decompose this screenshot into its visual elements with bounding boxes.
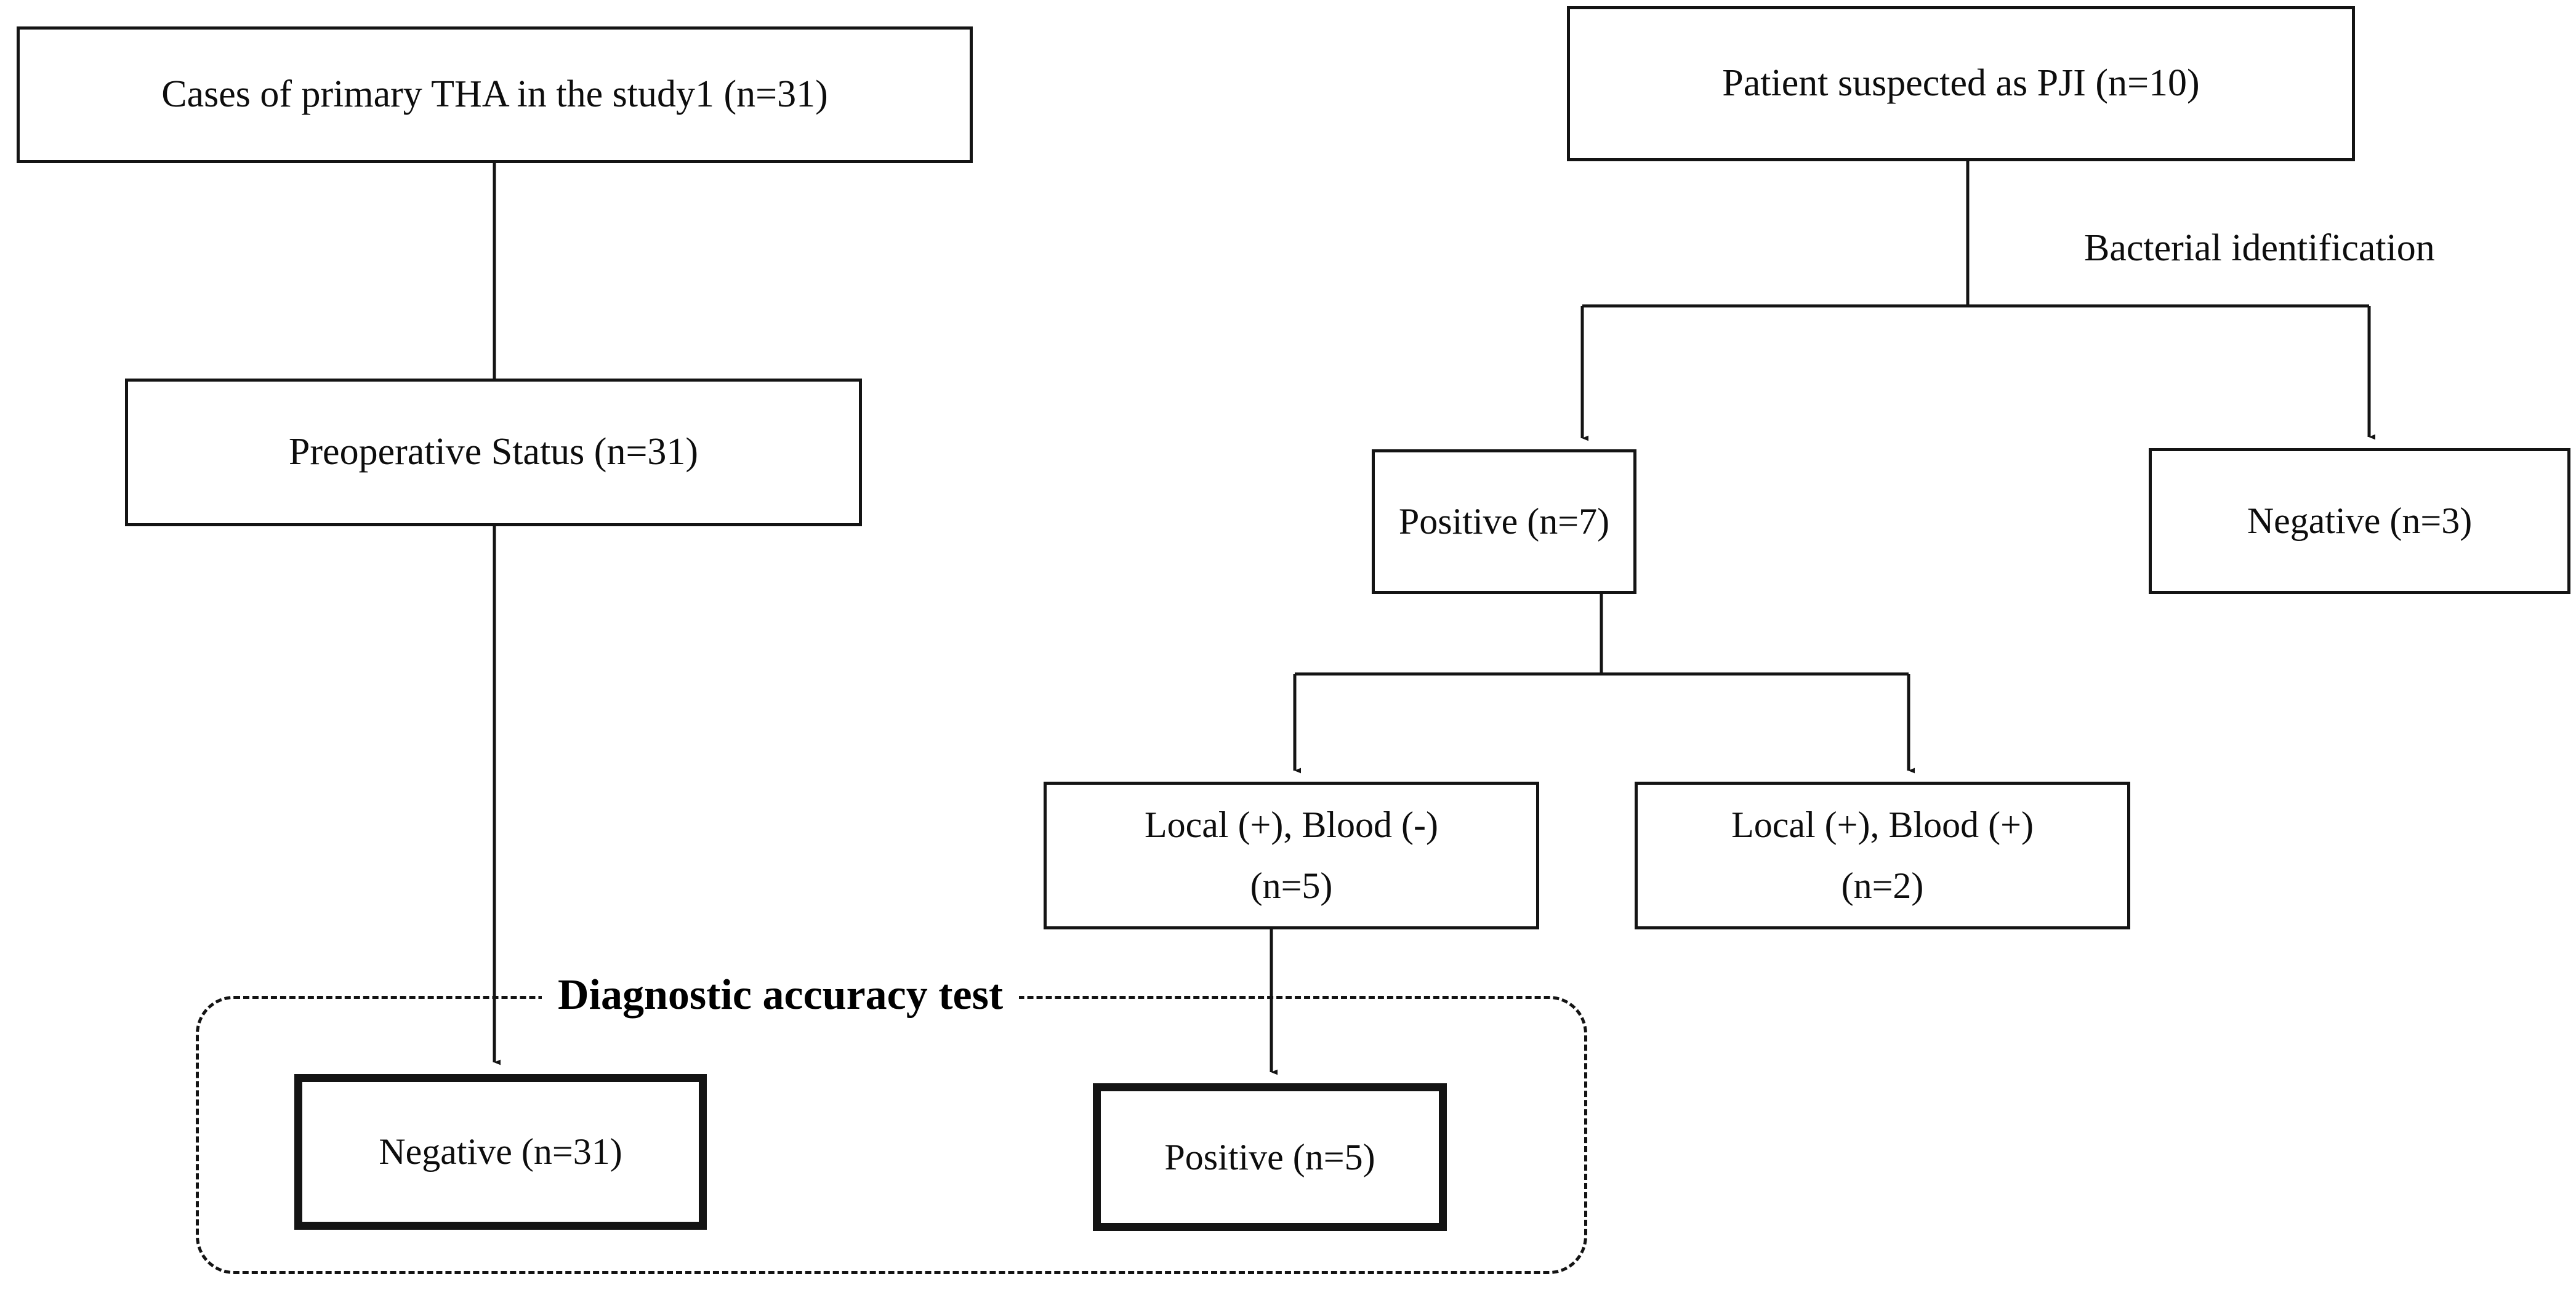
- node-local-pos-blood-neg-line2: (n=5): [1250, 865, 1333, 906]
- node-bacterial-positive: Positive (n=7): [1372, 449, 1636, 594]
- node-preoperative-status-label: Preoperative Status (n=31): [288, 431, 699, 473]
- node-cases-primary-tha-label: Cases of primary THA in the study1 (n=31…: [161, 73, 828, 116]
- label-bacterial-identification: Bacterial identification: [2084, 227, 2435, 269]
- node-bacterial-positive-label: Positive (n=7): [1398, 501, 1610, 542]
- node-preoperative-status: Preoperative Status (n=31): [125, 379, 862, 526]
- diagnostic-accuracy-group-title: Diagnostic accuracy test: [542, 974, 1020, 1017]
- node-local-pos-blood-neg: Local (+), Blood (-) (n=5): [1044, 782, 1539, 929]
- node-result-positive: Positive (n=5): [1093, 1083, 1447, 1231]
- node-local-pos-blood-neg-line1: Local (+), Blood (-): [1144, 804, 1438, 845]
- node-result-positive-label: Positive (n=5): [1164, 1136, 1375, 1177]
- node-local-pos-blood-pos-line1: Local (+), Blood (+): [1731, 804, 2034, 845]
- node-bacterial-negative: Negative (n=3): [2149, 448, 2570, 594]
- node-local-pos-blood-pos-line2: (n=2): [1841, 865, 1924, 906]
- node-bacterial-negative-label: Negative (n=3): [2247, 500, 2473, 542]
- node-patient-suspected-pji: Patient suspected as PJI (n=10): [1567, 6, 2355, 161]
- node-patient-suspected-pji-label: Patient suspected as PJI (n=10): [1722, 62, 2200, 105]
- node-result-negative-label: Negative (n=31): [379, 1131, 622, 1173]
- node-cases-primary-tha: Cases of primary THA in the study1 (n=31…: [17, 26, 973, 163]
- node-local-pos-blood-pos: Local (+), Blood (+) (n=2): [1635, 782, 2130, 929]
- node-result-negative: Negative (n=31): [294, 1074, 707, 1230]
